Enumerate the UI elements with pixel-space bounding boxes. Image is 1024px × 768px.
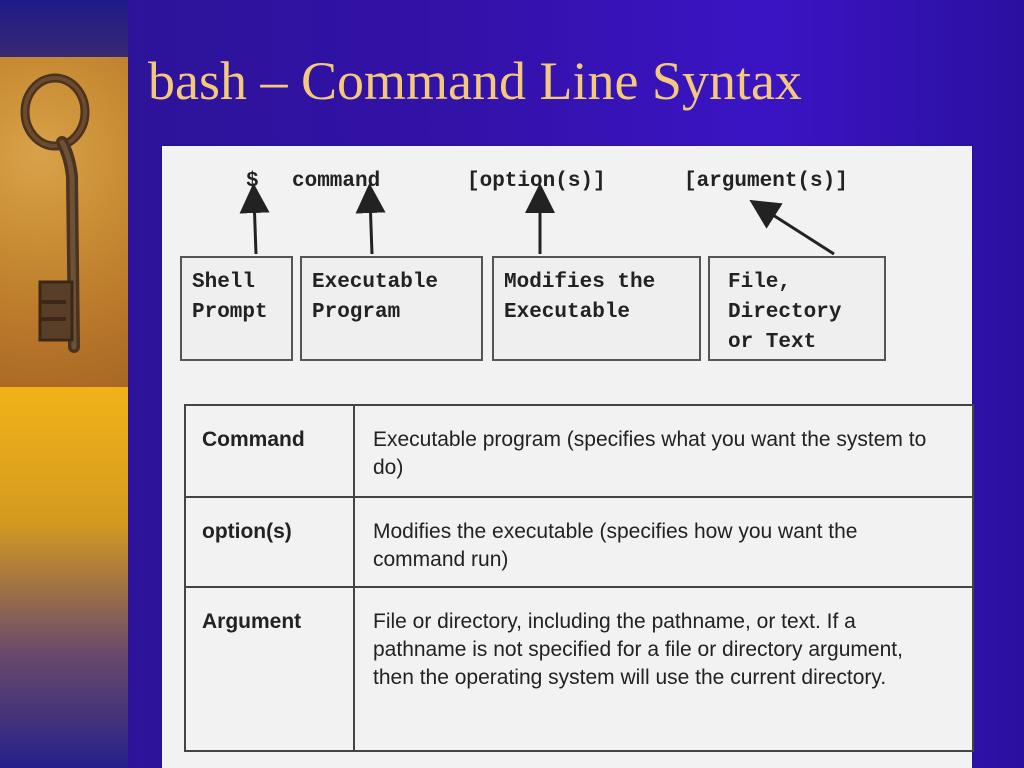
callout-file-directory-text: File, Directory or Text [708,256,886,361]
callout-shell-prompt: Shell Prompt [180,256,293,361]
old-key-icon [20,73,90,353]
syntax-arguments: [argument(s)] [684,170,848,193]
arrow-arguments [749,199,835,256]
table-row: Argument File or directory, including th… [184,586,974,752]
term-cell: option(s) [184,496,355,588]
arrow-command [355,183,386,255]
definition-cell: Modifies the executable (specifies how y… [353,496,974,588]
syntax-figure: $ command [option(s)] [argument(s)] Shel… [162,146,974,768]
syntax-options: [option(s)] [467,170,606,193]
table-row: Command Executable program (specifies wh… [184,404,974,498]
table-row: option(s) Modifies the executable (speci… [184,496,974,588]
pointer-arrows [239,183,835,256]
callout-modifies-executable: Modifies the Executable [492,256,701,361]
definition-cell: File or directory, including the pathnam… [353,586,974,752]
slide-title: bash – Command Line Syntax [148,51,802,111]
callout-executable-program: Executable Program [300,256,483,361]
term-cell: Argument [184,586,355,752]
definition-cell: Executable program (specifies what you w… [353,404,974,498]
arrow-prompt [239,183,270,255]
key-photo [0,57,128,387]
term-cell: Command [184,404,355,498]
definition-table: Command Executable program (specifies wh… [184,404,974,752]
